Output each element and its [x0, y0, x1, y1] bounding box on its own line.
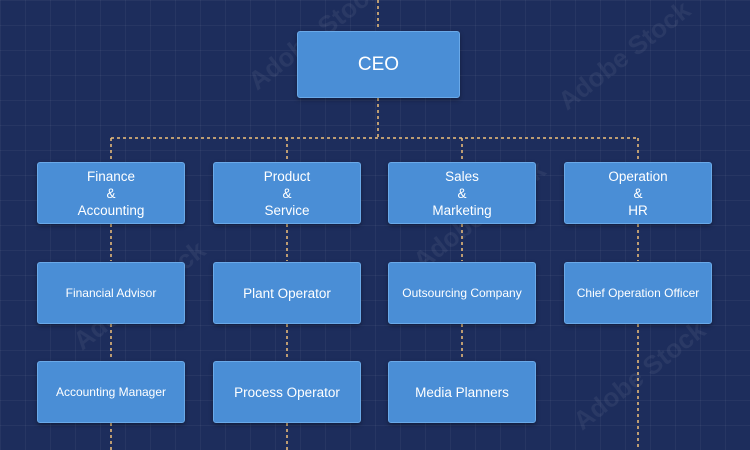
ceo-box: CEO — [297, 31, 460, 98]
dept-label: Finance & Accounting — [77, 168, 145, 218]
dept-sales-marketing: Sales & Marketing — [388, 162, 536, 224]
role-financial-advisor: Financial Advisor — [37, 262, 185, 324]
role-label: Outsourcing Company — [402, 286, 522, 300]
role-label: Accounting Manager — [55, 385, 167, 399]
role-chief-operation-officer: Chief Operation Officer — [564, 262, 712, 324]
dept-label: Sales & Marketing — [432, 168, 492, 218]
role-plant-operator: Plant Operator — [213, 262, 361, 324]
dept-finance-accounting: Finance & Accounting — [37, 162, 185, 224]
role-label: Plant Operator — [243, 285, 331, 301]
dept-product-service: Product & Service — [213, 162, 361, 224]
dept-operation-hr: Operation & HR — [564, 162, 712, 224]
role-outsourcing-company: Outsourcing Company — [388, 262, 536, 324]
dept-label: Operation & HR — [608, 168, 668, 218]
role-media-planners: Media Planners — [388, 361, 536, 423]
role-label: Process Operator — [234, 384, 340, 400]
role-accounting-manager: Accounting Manager — [37, 361, 185, 423]
role-label: Media Planners — [415, 384, 509, 400]
role-label: Financial Advisor — [65, 286, 157, 300]
role-label: Chief Operation Officer — [576, 286, 700, 300]
dept-label: Product & Service — [263, 168, 311, 218]
role-process-operator: Process Operator — [213, 361, 361, 423]
ceo-label: CEO — [357, 53, 400, 75]
